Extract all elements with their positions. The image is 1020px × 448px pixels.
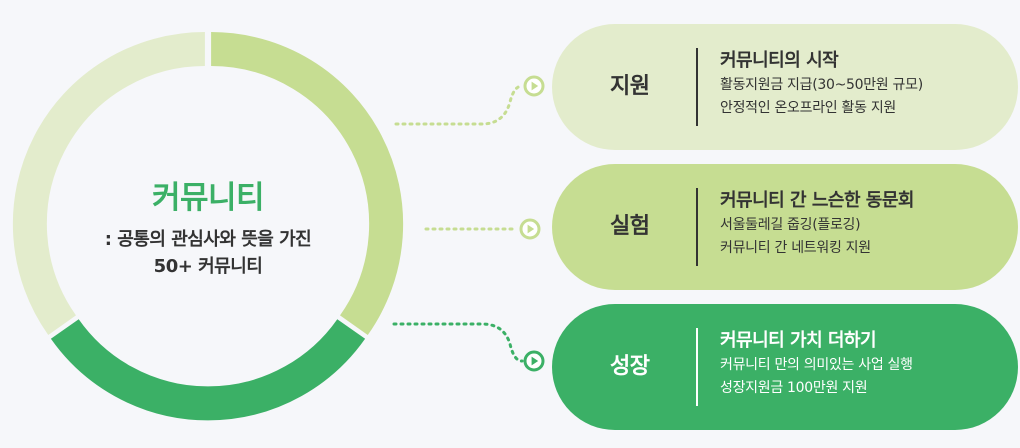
play-circle-icon [519, 218, 541, 244]
stage-detail-line: 서울둘레길 줍깅(플로깅) [720, 217, 861, 233]
stage-text: 커뮤니티 간 느슨한 동문회 서울둘레길 줍깅(플로깅) 커뮤니티 간 네트워킹… [720, 188, 1010, 260]
stage-text: 커뮤니티의 시작 활동지원금 지급(30~50만원 규모) 안정적인 온오프라인… [720, 48, 1010, 120]
stage-detail-line: 성장지원금 100만원 지원 [720, 380, 868, 396]
community-description: : 공통의 관심사와 뜻을 가진 50+ 커뮤니티 [58, 226, 358, 280]
stage-detail-line: 안정적인 온오프라인 활동 지원 [720, 100, 896, 116]
community-description-line-2: 50+ 커뮤니티 [153, 256, 263, 277]
stage-detail-line: 활동지원금 지급(30~50만원 규모) [720, 77, 923, 93]
stage-heading: 커뮤니티의 시작 [720, 50, 839, 71]
stage-text: 커뮤니티 가치 더하기 커뮤니티 만의 의미있는 사업 실행 성장지원금 100… [720, 328, 1010, 400]
stage-card-experiment: 실험 커뮤니티 간 느슨한 동문회 서울둘레길 줍깅(플로깅) 커뮤니티 간 네… [552, 164, 1018, 290]
stage-detail-line: 커뮤니티 간 네트워킹 지원 [720, 240, 871, 256]
ring-segment-support [12, 32, 206, 336]
community-title: 커뮤니티 [151, 180, 265, 216]
stage-card-support: 지원 커뮤니티의 시작 활동지원금 지급(30~50만원 규모) 안정적인 온오… [552, 24, 1018, 150]
stage-detail-line: 커뮤니티 만의 의미있는 사업 실행 [720, 357, 913, 373]
stage-label: 실험 [610, 214, 650, 239]
connector-dots-support [394, 84, 524, 126]
play-circle-icon [523, 75, 545, 101]
ring-segment-growth [50, 319, 366, 421]
stage-divider [696, 328, 698, 406]
stage-divider [696, 48, 698, 126]
stage-label: 성장 [610, 354, 650, 379]
stage-label: 지원 [610, 74, 650, 99]
stage-divider [696, 188, 698, 266]
community-description-line-1: : 공통의 관심사와 뜻을 가진 [104, 229, 312, 250]
connector-dots-growth [392, 322, 524, 363]
stage-card-growth: 성장 커뮤니티 가치 더하기 커뮤니티 만의 의미있는 사업 실행 성장지원금 … [552, 304, 1018, 430]
stage-heading: 커뮤니티 간 느슨한 동문회 [720, 190, 914, 211]
ring-segment-experiment [210, 32, 404, 336]
play-circle-icon [523, 350, 545, 376]
stage-heading: 커뮤니티 가치 더하기 [720, 330, 877, 351]
